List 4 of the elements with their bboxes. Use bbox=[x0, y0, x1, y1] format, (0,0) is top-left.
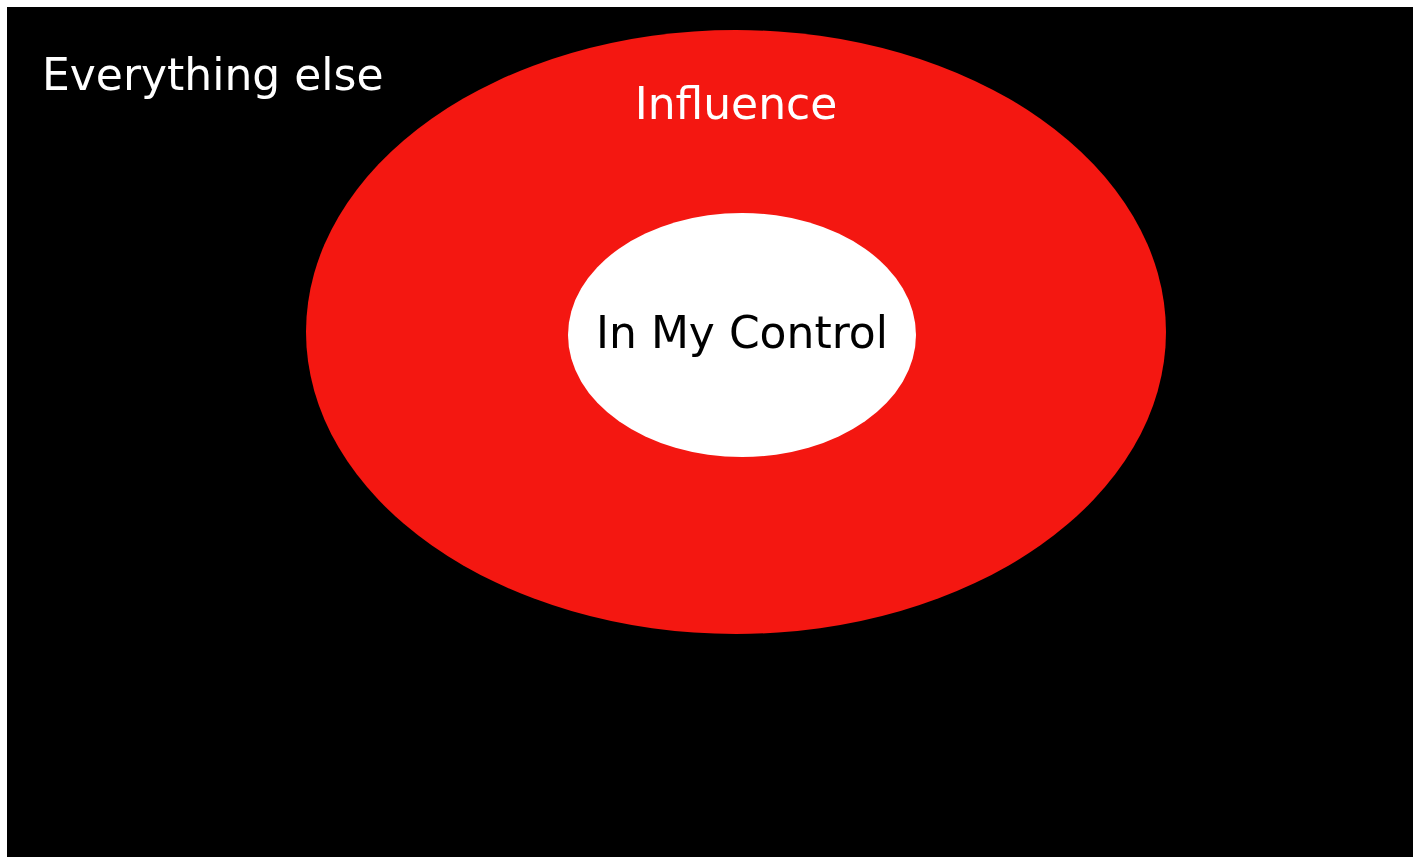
region-label: Everything else bbox=[42, 51, 384, 100]
region-label: In My Control bbox=[596, 309, 888, 358]
region-label: Influence bbox=[634, 80, 838, 129]
background-panel bbox=[7, 7, 1413, 857]
